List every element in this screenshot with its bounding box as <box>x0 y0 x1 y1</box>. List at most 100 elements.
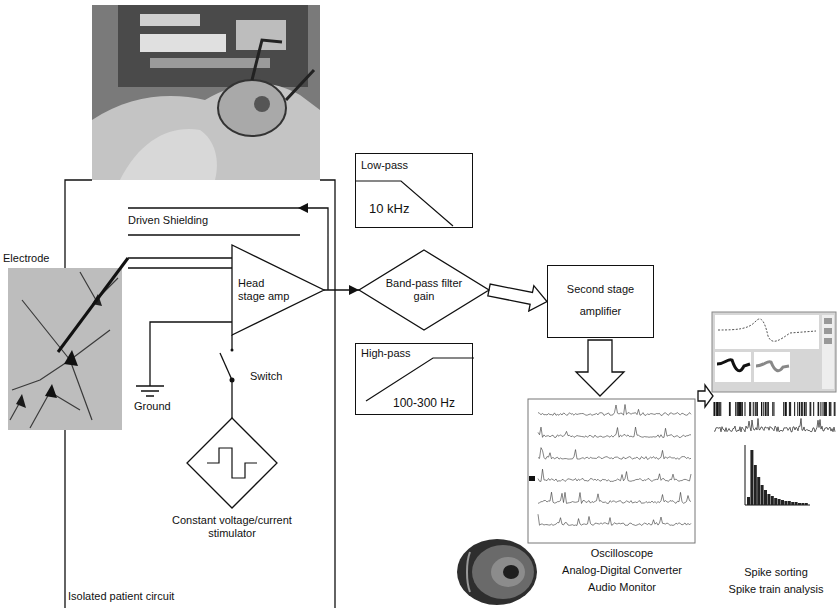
spike-tick <box>810 402 811 416</box>
spike-tick <box>729 402 730 416</box>
histogram-bar <box>761 485 764 505</box>
histogram-bar <box>781 500 784 505</box>
spike-tick <box>785 402 786 416</box>
spike-tick <box>738 402 739 416</box>
speaker-cone <box>472 545 534 599</box>
screen-frame <box>712 312 836 392</box>
electrode-shaft <box>58 258 128 352</box>
spike-tick <box>818 402 819 416</box>
neuron-soma <box>64 350 78 366</box>
spike-tick <box>804 402 805 416</box>
spike-tick <box>737 402 738 416</box>
frame-arm <box>252 40 314 100</box>
shape-outline <box>548 266 655 339</box>
speaker-icon <box>457 539 537 605</box>
shape-outline <box>359 250 489 330</box>
waveform-panel <box>715 352 751 382</box>
histogram-bar <box>764 490 767 505</box>
rack-panel <box>150 58 270 68</box>
side-button <box>824 328 832 334</box>
annotation-label: Analog-Digital Converter <box>547 564 697 577</box>
signal-trace <box>538 492 691 503</box>
annotation-label: Spike train analysis <box>716 583 836 596</box>
spike-raster <box>714 402 835 416</box>
annotation-label: Audio Monitor <box>547 581 697 594</box>
spike-tick <box>810 402 811 416</box>
histogram-bar <box>747 497 750 505</box>
spike-tick <box>823 402 824 416</box>
spike-tick <box>720 402 721 416</box>
spike-tick <box>767 402 768 416</box>
switch-blade <box>220 353 232 380</box>
side-button <box>824 318 832 324</box>
microdrive <box>254 96 270 112</box>
speaker-cone <box>491 557 525 587</box>
spike-tick <box>768 402 769 416</box>
node-text: Constant voltage/current stimulator <box>157 514 307 540</box>
spike-tick <box>802 402 803 416</box>
histogram-bar <box>784 501 787 505</box>
spike-tick <box>804 402 805 416</box>
switch-contact <box>231 349 234 352</box>
spike-tick <box>719 402 720 416</box>
speaker-rim <box>457 539 537 605</box>
spike-tick <box>761 402 762 416</box>
spike-tick <box>717 402 718 416</box>
spike-tick <box>806 402 807 416</box>
spike-tick <box>741 402 742 416</box>
node-text: Head stage amp <box>238 277 292 303</box>
histogram-bar <box>805 503 808 505</box>
annotation-label: Driven Shielding <box>128 214 208 227</box>
surgery-photo <box>92 5 320 180</box>
speaker-cap <box>503 565 519 579</box>
annotation-label: Spike sorting <box>716 566 836 579</box>
annotation-label: Ground <box>134 400 171 413</box>
rack-panel <box>140 34 226 52</box>
signal-trace <box>538 427 691 437</box>
waveform-panel <box>715 315 819 349</box>
spike-tick <box>744 402 745 416</box>
signal-trace <box>538 514 691 525</box>
signal-trace <box>538 469 691 481</box>
spike-tick <box>753 402 754 416</box>
spike-tick <box>739 402 740 416</box>
waveform-trace <box>717 360 750 371</box>
neuron-soma <box>16 394 26 408</box>
annotation-label: Switch <box>250 370 282 383</box>
spike-tick <box>735 402 736 416</box>
spike-tick <box>785 402 786 416</box>
stereotactic-frame <box>218 80 286 136</box>
pulse-symbol <box>207 448 257 478</box>
histogram-bar <box>795 502 798 505</box>
histogram-bar <box>774 498 777 505</box>
spike-tick <box>756 402 757 416</box>
isolation-region: Isolated patient circuitHead stage ampCo… <box>65 180 335 608</box>
histogram-axis <box>745 445 810 505</box>
spike-tick <box>825 402 826 416</box>
node-text: 10 kHz <box>369 201 409 216</box>
shape-outline <box>356 154 474 229</box>
amplifier-triangle: Head stage amp <box>232 245 324 335</box>
waveform-trace <box>756 362 789 371</box>
shield-wire <box>128 208 328 290</box>
spike-tick <box>830 402 831 416</box>
signal-trace <box>538 448 691 460</box>
spike-tick <box>772 402 773 416</box>
waveform-trace <box>718 319 816 341</box>
spike-tick <box>765 402 766 416</box>
spike-tick <box>739 402 740 416</box>
spike-tick <box>716 402 717 416</box>
filter-diamond: Band-pass filter gain <box>359 250 489 330</box>
oscilloscope-screen <box>528 399 695 543</box>
isi-histogram <box>745 445 810 505</box>
annotation-label: Electrode <box>3 252 49 265</box>
node-text: High-pass <box>361 347 411 360</box>
spike-tick <box>783 402 784 416</box>
spike-tick <box>834 402 835 416</box>
diamond-outline <box>359 250 489 330</box>
